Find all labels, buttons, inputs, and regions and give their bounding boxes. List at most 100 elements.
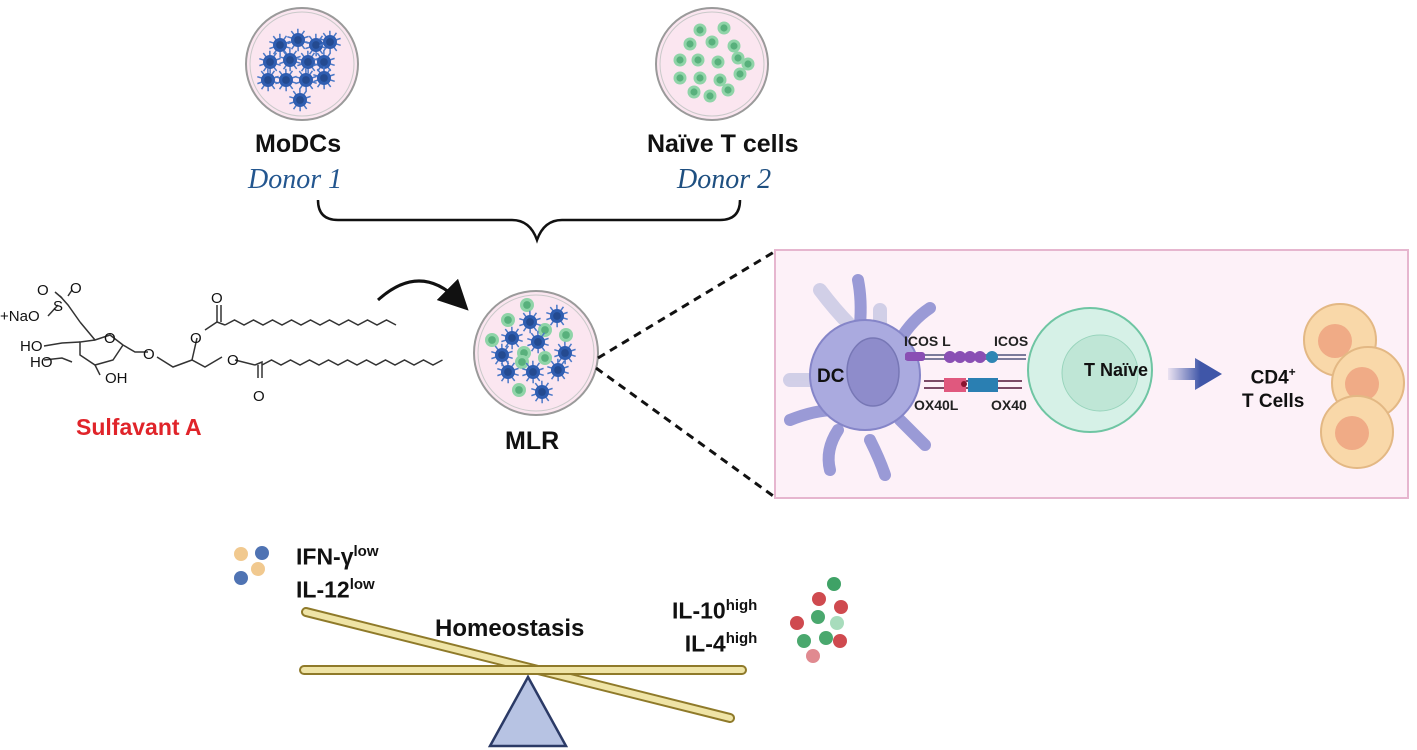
dc-cell-icon (531, 380, 553, 404)
curved-arrow (376, 278, 469, 311)
dc-cell-icon (313, 66, 335, 90)
glycosidic-o-atom: O (143, 346, 155, 363)
icos-label: ICOS (994, 333, 1029, 349)
tnaive-label: T Naïve (1084, 360, 1149, 380)
differentiation-arrow (1168, 358, 1222, 390)
zoom-line-top (597, 250, 775, 360)
dc-cell-icon (546, 304, 568, 328)
s-atom: S (53, 298, 64, 315)
t-cell-icon (727, 39, 741, 53)
t-cell-icon (673, 71, 687, 85)
t-naive-cell (1027, 307, 1153, 433)
compound-name: Sulfavant A (76, 414, 202, 440)
t-cell-icon (733, 67, 747, 81)
dc-cell-icon (319, 30, 341, 54)
mlr-dish (473, 290, 599, 416)
t-cell-icon (713, 73, 727, 87)
carbonyl-o-atom-1: O (211, 290, 223, 307)
o-atom-1: O (37, 282, 49, 299)
t-cell-icon (691, 53, 705, 67)
cd4-label: CD4+ T Cells (1242, 360, 1304, 414)
tcells-text: T Cells (1242, 391, 1305, 413)
t-cell-icon (512, 383, 526, 397)
t-cell-icon (693, 71, 707, 85)
oh-atom: OH (105, 370, 128, 387)
ox40-label: OX40 (991, 397, 1027, 413)
il12-level: low (349, 575, 375, 593)
t-cell-icon (520, 298, 534, 312)
low-cytokines-label: IFN-γlow IL-12low (296, 538, 379, 603)
donor1-label: Donor 1 (248, 164, 343, 195)
merge-brace (316, 199, 742, 244)
dc-cell-icon (259, 50, 281, 74)
mlr-label: MLR (505, 427, 560, 455)
dc-cell-icon (269, 33, 291, 57)
carbonyl-o-atom-2: O (253, 388, 265, 405)
dc-cell-icon (297, 50, 319, 74)
il4-text: IL-4 (684, 630, 726, 657)
t-cell-icon (501, 313, 515, 327)
donor2-label: Donor 2 (677, 164, 772, 195)
dc-cell-icon (491, 343, 513, 367)
dendritic-cell (783, 274, 936, 481)
cd4-t-cells (1303, 303, 1405, 469)
fatty-acid-chains (224, 319, 443, 366)
dc-label: DC (817, 366, 845, 387)
dc-cell-icon (295, 68, 317, 92)
sodium-ion: +NaO (0, 308, 40, 325)
t-cell-icon (687, 85, 701, 99)
ho-atom-2: HO (30, 354, 53, 371)
dc-cell-icon (287, 28, 309, 52)
t-cell-icon (538, 323, 552, 337)
ester-o-atom-2: O (227, 352, 239, 369)
il4-level: high (725, 629, 758, 647)
ifn-gamma-level: low (353, 543, 379, 560)
modc-dish (245, 7, 359, 121)
fatty-acid-chain (224, 319, 397, 326)
o-minus-atom: O (27, 308, 40, 325)
sulfavant-structure (43, 289, 263, 378)
ester-o-atom-1: O (190, 330, 202, 347)
t-cell-icon (673, 53, 687, 67)
ifn-gamma-text: IFN-γ (296, 543, 354, 570)
il12-text: IL-12 (296, 576, 350, 603)
t-cell-icon (731, 51, 745, 65)
balance-scale (299, 607, 747, 748)
dc-cell-icon (497, 360, 519, 384)
t-cell-icon (559, 328, 573, 342)
t-cell-icon (741, 57, 755, 71)
low-cytokine-dots (234, 546, 269, 585)
high-cytokines-label: IL-10high IL-4high (672, 592, 757, 657)
dc-cell-icon (547, 358, 569, 382)
dc-cell-icon (519, 310, 541, 334)
t-cell-icon (717, 21, 731, 35)
ox40l-ox40-pair (924, 378, 1022, 392)
dc-cell-icon (313, 50, 335, 74)
fatty-acid-chain (261, 359, 443, 366)
homeostasis-label: Homeostasis (435, 615, 585, 642)
t-cell-icon (711, 55, 725, 69)
ho-atom-1: HO (20, 338, 43, 355)
t-cell-icon (683, 37, 697, 51)
dc-cell-icon (554, 341, 576, 365)
ox40l-label: OX40L (914, 397, 959, 413)
dc-cell-icon (501, 326, 523, 350)
dc-cell-icon (275, 68, 297, 92)
ring-o-atom: O (104, 330, 116, 347)
cd4-superscript: + (1288, 365, 1296, 379)
dc-cell-icon (279, 48, 301, 72)
high-cytokine-dots (790, 577, 848, 663)
t-cell-icon (721, 83, 735, 97)
o-atom-2: O (70, 280, 82, 297)
modc-label: MoDCs (255, 130, 342, 158)
il10-text: IL-10 (672, 597, 726, 624)
t-cell-icon (703, 89, 717, 103)
tcell-dish (655, 7, 769, 121)
zoom-line-bottom (595, 366, 777, 500)
icosl-icos-pair (905, 351, 1026, 363)
dc-cell-icon (527, 330, 549, 354)
t-cell-icon (485, 333, 499, 347)
t-cell-icon (538, 351, 552, 365)
na-atom: +Na (0, 308, 28, 325)
t-cell-icon (705, 35, 719, 49)
